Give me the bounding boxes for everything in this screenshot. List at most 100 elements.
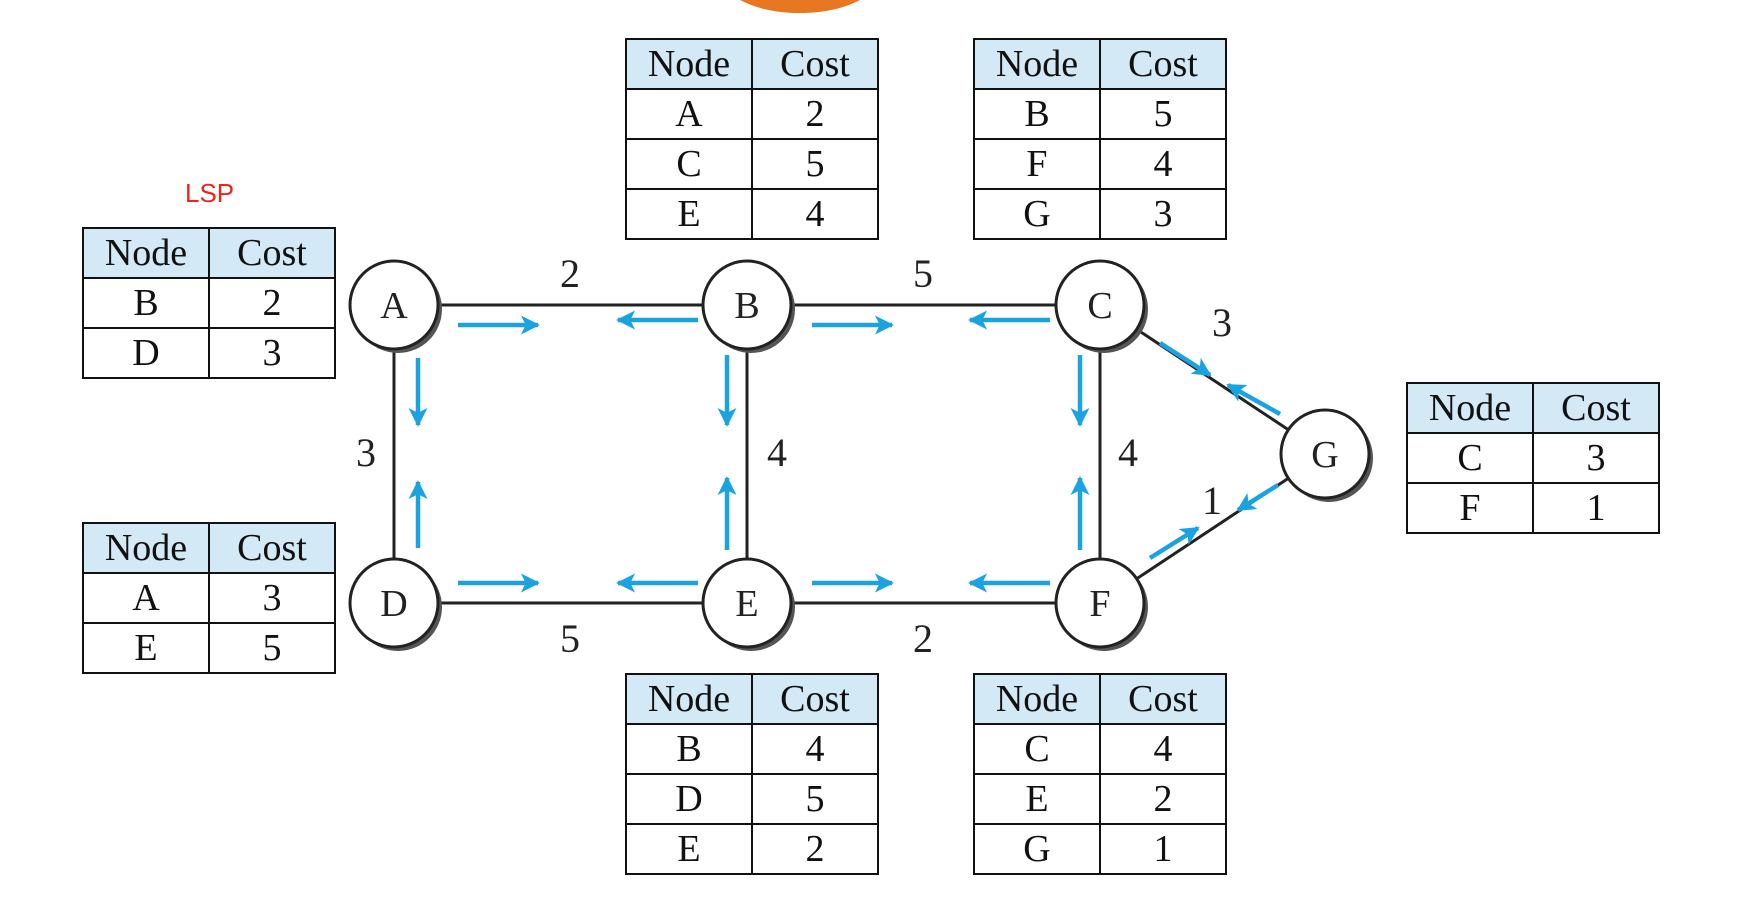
cell-node: B — [625, 723, 753, 775]
header-node: Node — [973, 673, 1101, 725]
header-cost: Cost — [1099, 38, 1227, 90]
cell-cost: 4 — [1099, 723, 1227, 775]
node-e: E — [701, 557, 795, 651]
flooding-arrow-18 — [1148, 526, 1200, 560]
edge-cost-d-e: 5 — [560, 616, 580, 661]
flooding-arrows-layer — [408, 310, 1282, 593]
header-cost: Cost — [1532, 382, 1660, 434]
cell-cost: 5 — [751, 773, 879, 825]
cell-node: E — [82, 622, 210, 674]
cell-cost: 4 — [751, 188, 879, 240]
edge-cost-b-c: 5 — [913, 251, 933, 296]
cell-node: F — [1406, 482, 1534, 534]
node-circle — [701, 557, 793, 649]
cell-cost: 3 — [1532, 432, 1660, 484]
cell-node: B — [973, 88, 1101, 140]
node-label: D — [380, 583, 407, 625]
header-cost: Cost — [751, 38, 879, 90]
edge-cost-b-e: 4 — [767, 430, 787, 475]
node-label: F — [1089, 583, 1110, 625]
cell-cost: 5 — [751, 138, 879, 190]
cell-cost: 5 — [208, 622, 336, 674]
header-node: Node — [1406, 382, 1534, 434]
cell-node: D — [625, 773, 753, 825]
node-c: C — [1054, 259, 1148, 353]
header-cost: Cost — [1099, 673, 1227, 725]
edge-cost-c-f: 4 — [1118, 430, 1138, 475]
cell-node: A — [82, 572, 210, 624]
cell-node: B — [82, 277, 210, 329]
edge-cost-e-f: 2 — [913, 616, 933, 661]
cell-node: E — [625, 823, 753, 875]
cell-cost: 4 — [1099, 138, 1227, 190]
cell-cost: 2 — [1099, 773, 1227, 825]
node-f: F — [1054, 557, 1148, 651]
cell-node: F — [973, 138, 1101, 190]
node-label: C — [1087, 285, 1112, 327]
cell-cost: 2 — [208, 277, 336, 329]
node-g: G — [1279, 408, 1373, 502]
node-a: A — [348, 259, 442, 353]
node-circle — [1279, 408, 1371, 500]
node-d: D — [348, 557, 442, 651]
header-cost: Cost — [208, 227, 336, 279]
cell-node: C — [1406, 432, 1534, 484]
cell-node: G — [973, 823, 1101, 875]
node-circle — [1054, 259, 1146, 351]
header-node: Node — [82, 522, 210, 574]
cell-cost: 2 — [751, 88, 879, 140]
cell-cost: 3 — [208, 572, 336, 624]
cell-cost: 3 — [1099, 188, 1227, 240]
edge-cost-a-d: 3 — [356, 430, 376, 475]
flooding-arrow-16 — [1226, 383, 1282, 416]
cell-cost: 1 — [1099, 823, 1227, 875]
node-label: A — [380, 285, 408, 327]
lsp-label: LSP — [185, 178, 235, 208]
node-circle — [701, 259, 793, 351]
flooding-arrow-15 — [1158, 341, 1212, 377]
node-label: E — [735, 583, 758, 625]
cell-cost: 3 — [208, 327, 336, 379]
cell-cost: 4 — [751, 723, 879, 775]
node-circle — [348, 259, 440, 351]
flooding-arrow-17 — [1236, 483, 1280, 512]
header-node: Node — [82, 227, 210, 279]
edges-layer — [392, 303, 1326, 605]
cell-node: E — [973, 773, 1101, 825]
cell-node: G — [973, 188, 1101, 240]
edge-cost-f-g: 1 — [1202, 478, 1222, 523]
node-label: B — [734, 285, 759, 327]
cell-node: C — [973, 723, 1101, 775]
cell-cost: 2 — [751, 823, 879, 875]
node-circle — [1054, 557, 1146, 649]
cell-node: A — [625, 88, 753, 140]
cell-cost: 1 — [1532, 482, 1660, 534]
